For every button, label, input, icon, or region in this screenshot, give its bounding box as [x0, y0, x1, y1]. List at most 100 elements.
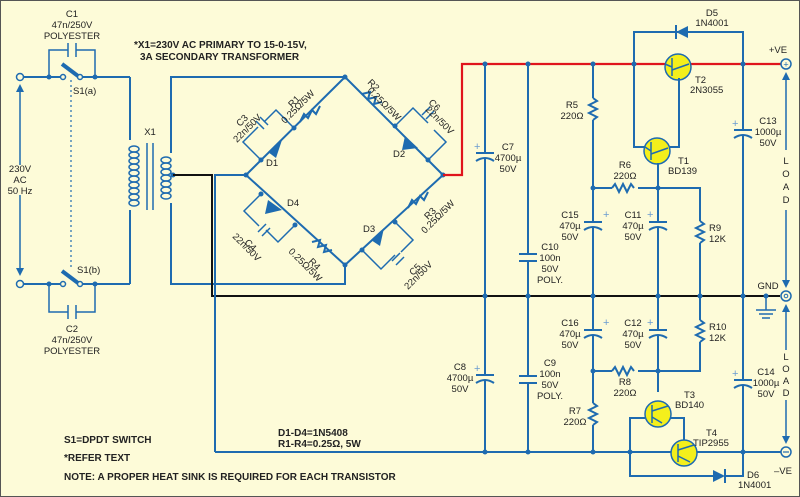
d5-label: D5 — [706, 8, 718, 19]
load-letter: L — [783, 156, 788, 167]
r9-label: R9 — [709, 223, 721, 234]
arrow-up-icon — [782, 72, 790, 80]
terminal-gnd — [780, 290, 792, 302]
negative-regulator: T3 BD140 T4 TIP2955 D6 1N4001 — [627, 390, 771, 491]
c16-voltage: 50V — [562, 340, 580, 351]
switch-label: S1(b) — [77, 265, 100, 276]
transistor-t1 — [643, 137, 671, 165]
c12-value: 470µ — [622, 329, 644, 340]
x1-label: X1 — [144, 127, 156, 138]
resistor-r2 — [361, 90, 383, 106]
c8-voltage: 50V — [452, 384, 470, 395]
c4-value: 22n/50V — [230, 231, 263, 264]
diode-d2 — [402, 136, 418, 150]
c14-value: 1000µ — [753, 378, 780, 389]
transformer-note: 3A SECONDARY TRANSFORMER — [140, 52, 300, 63]
d4-label: D4 — [287, 198, 299, 209]
d3-label: D3 — [363, 224, 375, 235]
c11-value: 470µ — [622, 221, 644, 232]
r6-value: 220Ω — [614, 171, 637, 182]
terminal-positive — [780, 58, 792, 70]
c2-type: POLYESTER — [44, 346, 100, 357]
c10-voltage: 50V — [542, 264, 560, 275]
c2-value: 47n/250V — [52, 335, 93, 346]
r2-value: 0.25Ω/5W — [365, 85, 403, 123]
primary-coil — [128, 145, 140, 207]
c9-value: 100n — [539, 369, 560, 380]
transistor-t2 — [664, 53, 692, 81]
t3-label: T3 — [684, 390, 695, 401]
t3-value: BD140 — [675, 400, 704, 411]
mains-input: 230V AC 50 Hz — [8, 72, 33, 289]
svg-text:+: + — [474, 363, 480, 375]
ground-icon — [756, 293, 776, 319]
pos-label: +VE — [769, 45, 787, 56]
transformer-x1: X1 — [128, 76, 345, 285]
r7-value: 220Ω — [564, 417, 587, 428]
load-letter: L — [783, 352, 788, 363]
diode-d6 — [713, 470, 725, 482]
t1-value: BD139 — [668, 166, 697, 177]
r5-label: R5 — [566, 100, 578, 111]
t2-value: 2N3055 — [690, 85, 723, 96]
d2-label: D2 — [393, 149, 405, 160]
svg-text:+: + — [647, 317, 653, 329]
c16-value: 470µ — [559, 329, 581, 340]
resistor-r5 — [586, 97, 600, 121]
svg-text:+: + — [647, 209, 653, 221]
c10-label: C10 — [541, 242, 558, 253]
c1-value: 47n/250V — [52, 20, 93, 31]
resistor-r10 — [693, 319, 707, 343]
r1-value: 0.25Ω/5W — [279, 88, 317, 126]
c7-label: C7 — [502, 142, 514, 153]
resistor-note: R1-R4=0.25Ω, 5W — [278, 439, 361, 450]
diode-d1 — [268, 140, 282, 158]
switch-note: S1=DPDT SWITCH — [64, 435, 152, 446]
c15-value: 470µ — [559, 221, 581, 232]
switch-s1a: S1(a) C1 47n/250V POLYESTER — [24, 9, 131, 140]
c6-value: 22n/50V — [423, 104, 456, 137]
output-caps: + + C13 1000µ 50V C14 1000µ 50V — [732, 61, 782, 455]
filter-caps-c7-c8: + + C7 4700µ 50V C8 4700µ 50V — [447, 61, 522, 455]
t1-label: T1 — [678, 156, 689, 167]
load-letter: D — [783, 388, 790, 399]
c8-value: 4700µ — [447, 373, 474, 384]
poly-caps-c9-c10: C10 100n 50V POLY. C9 100n 50V POLY. — [519, 61, 563, 455]
d5-value: 1N4001 — [695, 18, 728, 29]
d1-label: D1 — [266, 158, 278, 169]
switch-label: S1(a) — [73, 86, 96, 97]
resistor-r6 — [611, 181, 635, 195]
t4-value: TIP2955 — [693, 438, 729, 449]
gnd-label: GND — [757, 281, 778, 292]
c13-value: 1000µ — [755, 127, 782, 138]
mains-label: 230V — [9, 164, 32, 175]
bias-column-right: + + C11 470µ 50V C12 470µ 50V — [622, 163, 668, 392]
c9-label: C9 — [544, 358, 556, 369]
c10-value: 100n — [539, 253, 560, 264]
load-letter: D — [783, 195, 790, 206]
ground-rail — [173, 174, 780, 297]
arrow-up-icon — [16, 84, 24, 92]
diode-d3 — [371, 228, 384, 246]
c11-voltage: 50V — [625, 232, 643, 243]
svg-text:+: + — [732, 368, 738, 380]
c2-label: C2 — [66, 324, 78, 335]
r10-label: R10 — [709, 322, 726, 333]
c13-label: C13 — [759, 116, 776, 127]
mains-label: AC — [13, 175, 26, 186]
terminal-mains-bottom — [15, 279, 25, 289]
c9-type: POLY. — [537, 391, 563, 402]
diode-d4 — [265, 200, 282, 214]
transistor-t3 — [644, 400, 672, 428]
resistor-r8 — [611, 364, 635, 378]
c14-voltage: 50V — [758, 389, 776, 400]
d6-value: 1N4001 — [738, 480, 771, 491]
svg-text:+: + — [603, 317, 609, 329]
resistor-r7 — [586, 402, 600, 426]
c1-label: C1 — [66, 9, 78, 20]
resistor-r9 — [693, 220, 707, 244]
arrow-down-icon — [782, 280, 790, 288]
positive-regulator: D5 1N4001 T2 2N3055 T1 BD139 — [631, 8, 744, 188]
resistor-r4 — [311, 238, 333, 254]
switch-s1b: S1(b) C2 47n/250V POLYESTER — [24, 210, 131, 357]
